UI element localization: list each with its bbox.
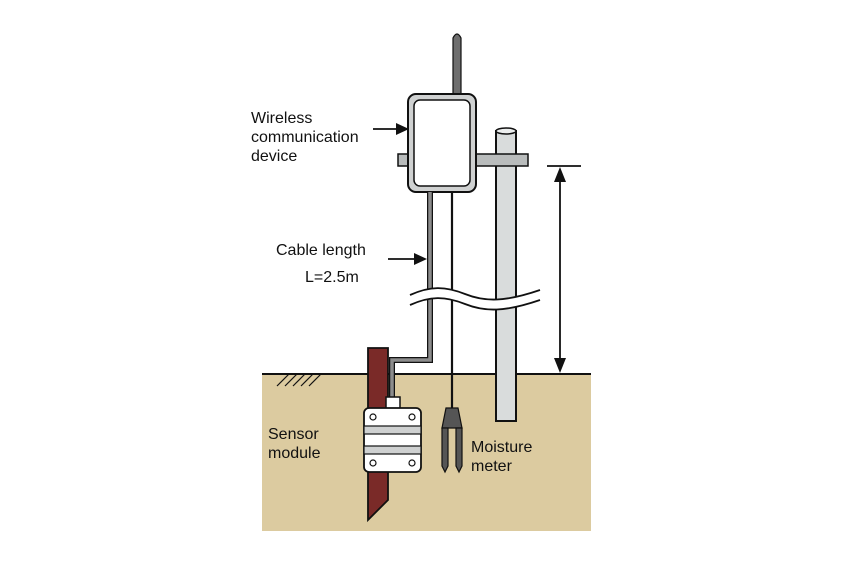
label-sensor-line1: Sensor [268, 426, 319, 443]
support-pole-top [495, 127, 517, 135]
moisture-meter [441, 407, 463, 474]
support-pole [495, 130, 517, 422]
sensor-module-band-top [363, 425, 422, 435]
label-moisture-line2: meter [471, 458, 512, 475]
label-cable-value: L=2.5m [305, 269, 359, 286]
break-mark [410, 288, 540, 310]
label-moisture-line1: Moisture [471, 439, 533, 456]
cable-leader-arrow [414, 253, 427, 265]
label-wireless-line2: communication [251, 129, 359, 146]
label-wireless-line1: Wireless [251, 110, 313, 127]
antenna [452, 33, 462, 97]
wireless-leader-arrow [396, 123, 409, 135]
height-dimension-arrow-down [554, 358, 566, 373]
label-wireless-line3: device [251, 148, 298, 165]
ground-hatch [276, 373, 322, 387]
soil-block [262, 374, 591, 531]
sensor-module [363, 407, 422, 473]
label-sensor-line2: module [268, 445, 321, 462]
wireless-device-face [413, 99, 471, 187]
label-cable-length: Cable length [276, 242, 366, 259]
sensor-module-screws [369, 413, 416, 467]
sensor-module-band-bottom [363, 445, 422, 455]
height-dimension-arrow-up [554, 167, 566, 182]
